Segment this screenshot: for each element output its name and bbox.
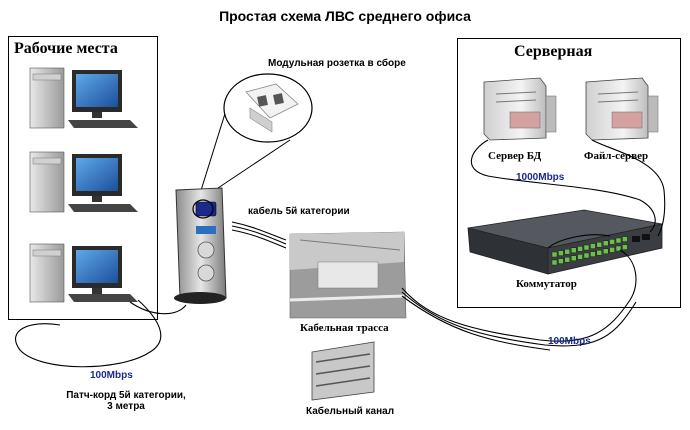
switch-port	[622, 244, 628, 250]
switch-link-speed: 100Mbps	[548, 336, 591, 347]
workstation-3	[29, 243, 138, 303]
switch-port	[622, 236, 628, 242]
switch-port	[615, 237, 622, 244]
switch-port	[551, 251, 558, 258]
switch-label: Коммутатор	[516, 278, 577, 290]
switch-port	[571, 255, 577, 262]
switch-port	[590, 251, 596, 257]
file-server	[585, 77, 659, 141]
switch-port	[583, 252, 590, 259]
workstation-1	[29, 67, 138, 129]
patch-cord-line-2: 3 метра	[107, 401, 145, 412]
workstation-link-speed: 100Mbps	[90, 370, 133, 381]
switch-port	[603, 248, 609, 255]
cable-route-label: Кабельная трасса	[300, 322, 389, 334]
diagram-title: Простая схема ЛВС среднего офиса	[219, 8, 471, 24]
switch-port	[596, 241, 602, 248]
cables	[14, 139, 666, 368]
switch-port	[551, 259, 558, 266]
switch-port	[609, 247, 615, 253]
switch-port	[558, 250, 564, 256]
switch-port	[583, 244, 590, 251]
cable-route-image	[289, 231, 407, 319]
switch-port	[590, 243, 596, 249]
cable-channel-label: Кабельный канал	[306, 406, 395, 417]
patch-cord-label: Патч-корд 5й категории, 3 метра	[56, 390, 196, 412]
workstations-title: Рабочие места	[14, 40, 118, 57]
switch-port	[603, 240, 609, 247]
server-db-label: Сервер БД	[488, 150, 542, 162]
network-switch	[467, 209, 663, 275]
file-server-label: Файл-сервер	[584, 150, 649, 162]
floor-column	[174, 187, 227, 304]
cable-channel-image	[311, 341, 375, 401]
modular-socket-zoom	[197, 73, 313, 201]
switch-port	[577, 246, 583, 252]
cable-cat5-label: кабель 5й категории	[248, 206, 350, 217]
switch-port	[571, 247, 577, 254]
switch-port	[609, 239, 615, 245]
switch-port	[596, 249, 602, 256]
modular-socket-label: Модульная розетка в сборе	[268, 58, 406, 69]
switch-port	[564, 248, 570, 255]
switch-port	[558, 258, 564, 264]
switch-port	[564, 257, 570, 263]
server-room-title: Серверная	[514, 43, 593, 60]
server-db	[483, 77, 557, 141]
patch-cord-line-1: Патч-корд 5й категории,	[66, 390, 186, 401]
switch-port	[577, 254, 583, 260]
switch-port	[615, 245, 622, 252]
server-link-speed: 1000Mbps	[516, 172, 565, 183]
workstation-2	[29, 151, 138, 213]
